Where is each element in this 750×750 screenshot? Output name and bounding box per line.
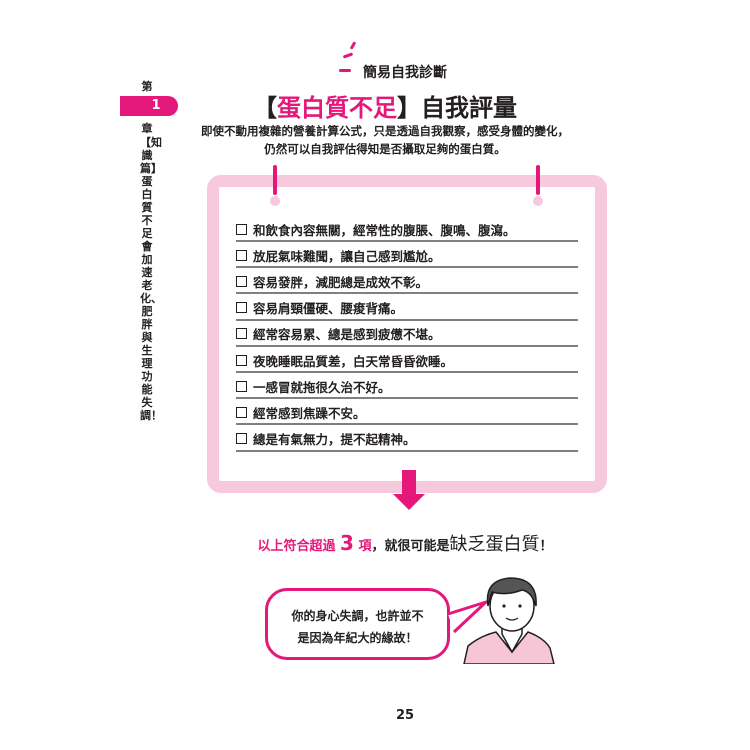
spark-decoration (349, 41, 357, 50)
title-bracket: 【 (253, 94, 277, 122)
down-arrow-icon (402, 470, 416, 494)
checklist-item-label: 總是有氣無力，提不起精神。 (253, 432, 416, 448)
checkbox-icon[interactable] (236, 302, 247, 314)
ring-hole (270, 196, 280, 206)
checklist-item: 和飲食內容無關，經常性的腹脹、腹鳴、腹瀉。 (236, 216, 578, 242)
conclusion-text: ，就很可能是 (371, 539, 450, 554)
checkbox-icon[interactable] (236, 275, 247, 287)
spark-decoration (339, 69, 351, 72)
checklist-item-label: 容易發胖，減肥總是成效不彰。 (253, 274, 429, 290)
checklist-item-label: 一感冒就拖很久治不好。 (253, 379, 391, 395)
title-highlight: 蛋白質不足 (277, 94, 397, 122)
checklist-item: 夜晚睡眠品質差，白天常昏昏欲睡。 (236, 347, 578, 373)
checklist-item-label: 經常感到焦躁不安。 (253, 405, 366, 421)
checkbox-icon[interactable] (236, 328, 247, 340)
hair (486, 577, 537, 607)
ring-hole (533, 196, 543, 206)
binder-ring (536, 165, 540, 195)
checklist-item: 總是有氣無力，提不起精神。 (236, 426, 578, 452)
spark-decoration (342, 52, 354, 59)
bubble-line: 是因為年紀大的緣故！ (297, 631, 418, 645)
checklist-item-label: 經常容易累、總是感到疲憊不堪。 (253, 327, 441, 343)
checkbox-icon[interactable] (236, 406, 247, 418)
title-rest: 自我評量 (421, 94, 517, 122)
section-running-head: 【知識篇】蛋白質不足會加速老化、肥胖與生理功能失調！ (140, 136, 162, 422)
shirt (463, 631, 555, 664)
checklist-item: 經常容易累、總是感到疲憊不堪。 (236, 321, 578, 347)
checkbox-icon[interactable] (236, 354, 247, 366)
person-illustration (447, 577, 555, 664)
checklist-item: 經常感到焦躁不安。 (236, 399, 578, 426)
chapter-prefix: 第 (141, 80, 153, 93)
bubble-tail (447, 600, 488, 634)
conclusion-text: 項 (358, 539, 372, 554)
checkbox-icon[interactable] (236, 249, 247, 261)
intro-line: 仍然可以自我評估得知是否攝取足夠的蛋白質。 (264, 142, 506, 156)
title-bracket: 】 (397, 94, 421, 122)
down-arrow-icon (393, 494, 425, 510)
conclusion-emphasis: 缺乏蛋白質 (449, 534, 540, 555)
page-number: 25 (395, 708, 415, 723)
checkbox-icon[interactable] (236, 433, 247, 445)
checklist-item: 放屁氣味難聞，讓自己感到尷尬。 (236, 242, 578, 269)
checklist-item-label: 夜晚睡眠品質差，白天常昏昏欲睡。 (253, 353, 454, 369)
conclusion: 以上符合超過 3 項，就很可能是缺乏蛋白質！ (0, 530, 750, 556)
conclusion-text: 以上符合超過 (257, 539, 336, 554)
intro-line: 即使不動用複雜的營養計算公式，只是透過自我觀察，感受身體的變化， (201, 124, 569, 138)
checklist-item-label: 容易肩頸僵硬、腰痠背痛。 (253, 301, 404, 317)
checklist-card (207, 175, 607, 493)
subtitle: 簡易自我診斷 (363, 65, 447, 81)
checklist-item-label: 放屁氣味難聞，讓自己感到尷尬。 (253, 248, 441, 264)
checkbox-icon[interactable] (236, 380, 247, 392)
checklist-item: 一感冒就拖很久治不好。 (236, 373, 578, 400)
checklist-item: 容易發胖，減肥總是成效不彰。 (236, 268, 578, 295)
conclusion-text: ！ (539, 539, 553, 554)
checklist-item-label: 和飲食內容無關，經常性的腹脹、腹鳴、腹瀉。 (253, 222, 516, 238)
checklist-item: 容易肩頸僵硬、腰痠背痛。 (236, 295, 578, 321)
bubble-line: 你的身心失調，也許並不 (291, 609, 424, 623)
chapter-suffix: 章 (141, 122, 153, 135)
speech-bubble: 你的身心失調，也許並不是因為年紀大的緣故！ (265, 588, 450, 660)
page-title: 【蛋白質不足】自我評量 (0, 88, 750, 123)
binder-ring (273, 165, 277, 195)
checkbox-icon[interactable] (236, 223, 247, 235)
conclusion-count: 3 (340, 531, 354, 555)
chapter-number-tab: 1 (120, 96, 178, 116)
